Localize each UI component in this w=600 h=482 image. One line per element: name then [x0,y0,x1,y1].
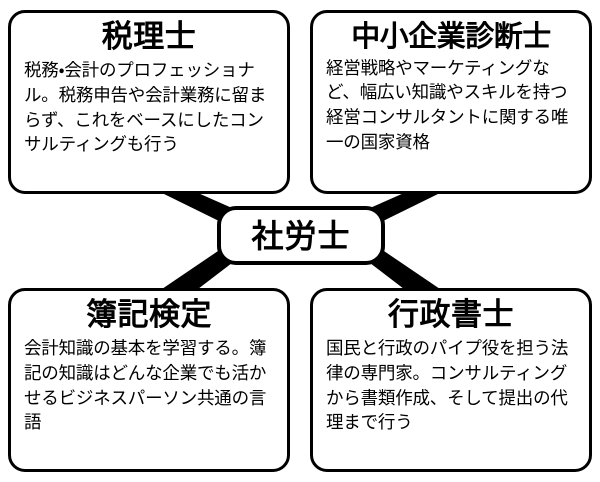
node-body-bottom-right: 国民と行政のパイプ役を担う法律の専門家。コンサルティングから書類作成、そして提出… [326,338,569,434]
node-body-top-right: 経営戦略やマーケティングなど、幅広い知識やスキルを持つ経営コンサルタントに関する… [326,58,569,154]
connector-center-to-bottom-left [162,249,232,289]
connector-center-to-top-left [162,193,232,222]
node-card-bottom-right[interactable]: 行政書士 国民と行政のパイプ役を担う法律の専門家。コンサルティングから書類作成、… [310,288,592,472]
node-title-bottom-right: 行政書士 [388,297,514,333]
center-node[interactable]: 社労士 [217,206,385,265]
node-body-top-left: 税務・会計のプロフェッショナル。税務申告や会計業務に留まらず、これをベースにした… [24,60,267,156]
node-title-bottom-left: 簿記検定 [86,297,212,333]
connector-center-to-top-right [370,193,440,222]
node-card-bottom-left[interactable]: 簿記検定 会計知識の基本を学習する。簿記の知識はどんな企業でも活かせるビジネスパ… [8,288,290,472]
node-card-top-left[interactable]: 税理士 税務・会計のプロフェッショナル。税務申告や会計業務に留まらず、これをベー… [8,10,290,194]
node-card-top-right[interactable]: 中小企業診断士 経営戦略やマーケティングなど、幅広い知識やスキルを持つ経営コンサ… [310,10,592,194]
node-title-top-right: 中小企業診断士 [351,19,551,53]
node-title-top-left: 税理士 [101,19,197,55]
node-body-bottom-left: 会計知識の基本を学習する。簿記の知識はどんな企業でも活かせるビジネスパーソン共通… [24,338,267,434]
center-node-label: 社労士 [251,216,351,255]
connector-center-to-bottom-right [370,249,440,289]
